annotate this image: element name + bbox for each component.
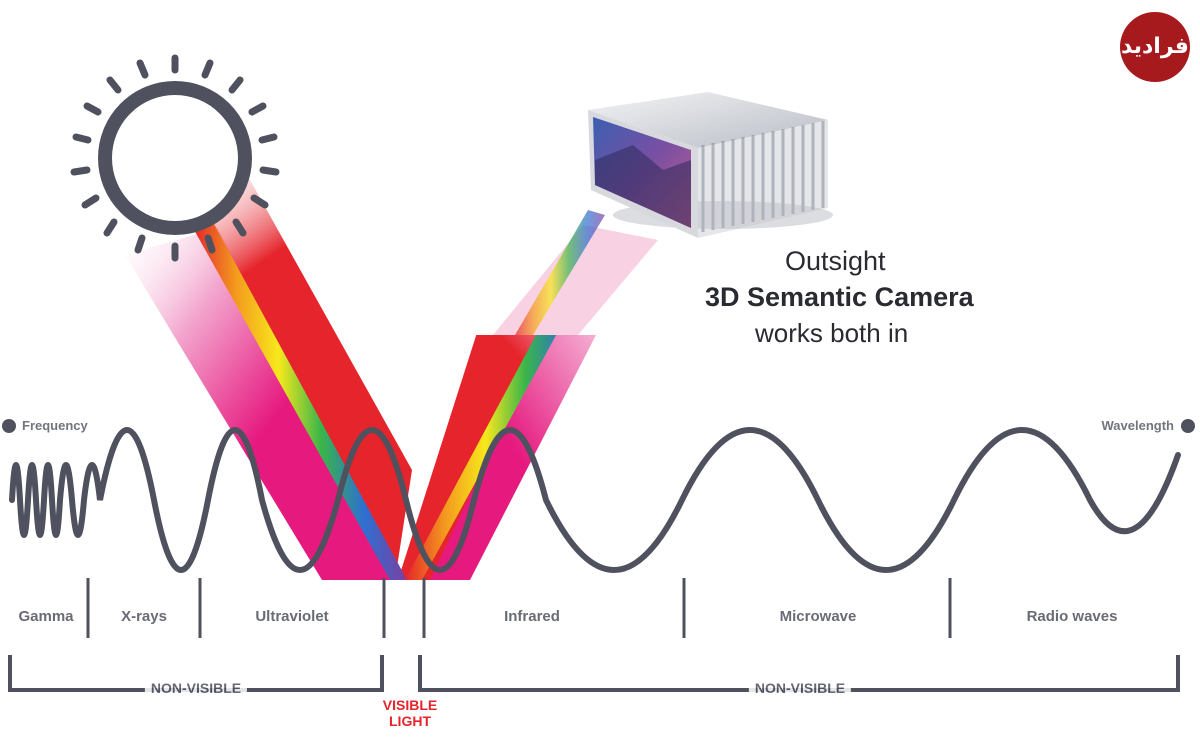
- band-label-infrared: Infrared: [504, 608, 560, 625]
- band-label-microwave: Microwave: [779, 608, 857, 625]
- non-visible-right-label: NON-VISIBLE: [748, 680, 852, 696]
- visible-label-line2: LIGHT: [389, 713, 431, 729]
- wave-line: [9, 427, 1181, 573]
- camera-product-card: Outsight 3D Semantic Camera works both i…: [473, 0, 974, 348]
- non-visible-left-label: NON-VISIBLE: [144, 680, 248, 696]
- band-label-xrays: X-rays: [121, 608, 167, 625]
- site-logo: فرادید: [1120, 12, 1190, 82]
- visible-light-label: VISIBLE LIGHT: [374, 697, 446, 729]
- band-label-radio: Radio waves: [1026, 608, 1118, 625]
- wavelength-label: Wavelength: [1101, 418, 1174, 433]
- wavelength-icon: [1181, 419, 1195, 433]
- band-dividers: [86, 578, 952, 638]
- sun-icon: [70, 54, 280, 262]
- incoming-rainbow-beam: [193, 222, 407, 580]
- camera-brand: Outsight: [785, 246, 886, 276]
- frequency-icon: [2, 419, 16, 433]
- camera-product-title: 3D Semantic Camera: [705, 282, 974, 312]
- incoming-magenta-beam: [125, 228, 393, 580]
- frequency-label: Frequency: [22, 418, 88, 433]
- camera-tagline: works both in: [755, 318, 909, 348]
- visible-label-line1: VISIBLE: [382, 697, 438, 713]
- camera-device-icon: [493, 92, 833, 335]
- band-label-ultraviolet: Ultraviolet: [255, 608, 329, 625]
- band-label-gamma: Gamma: [18, 608, 74, 625]
